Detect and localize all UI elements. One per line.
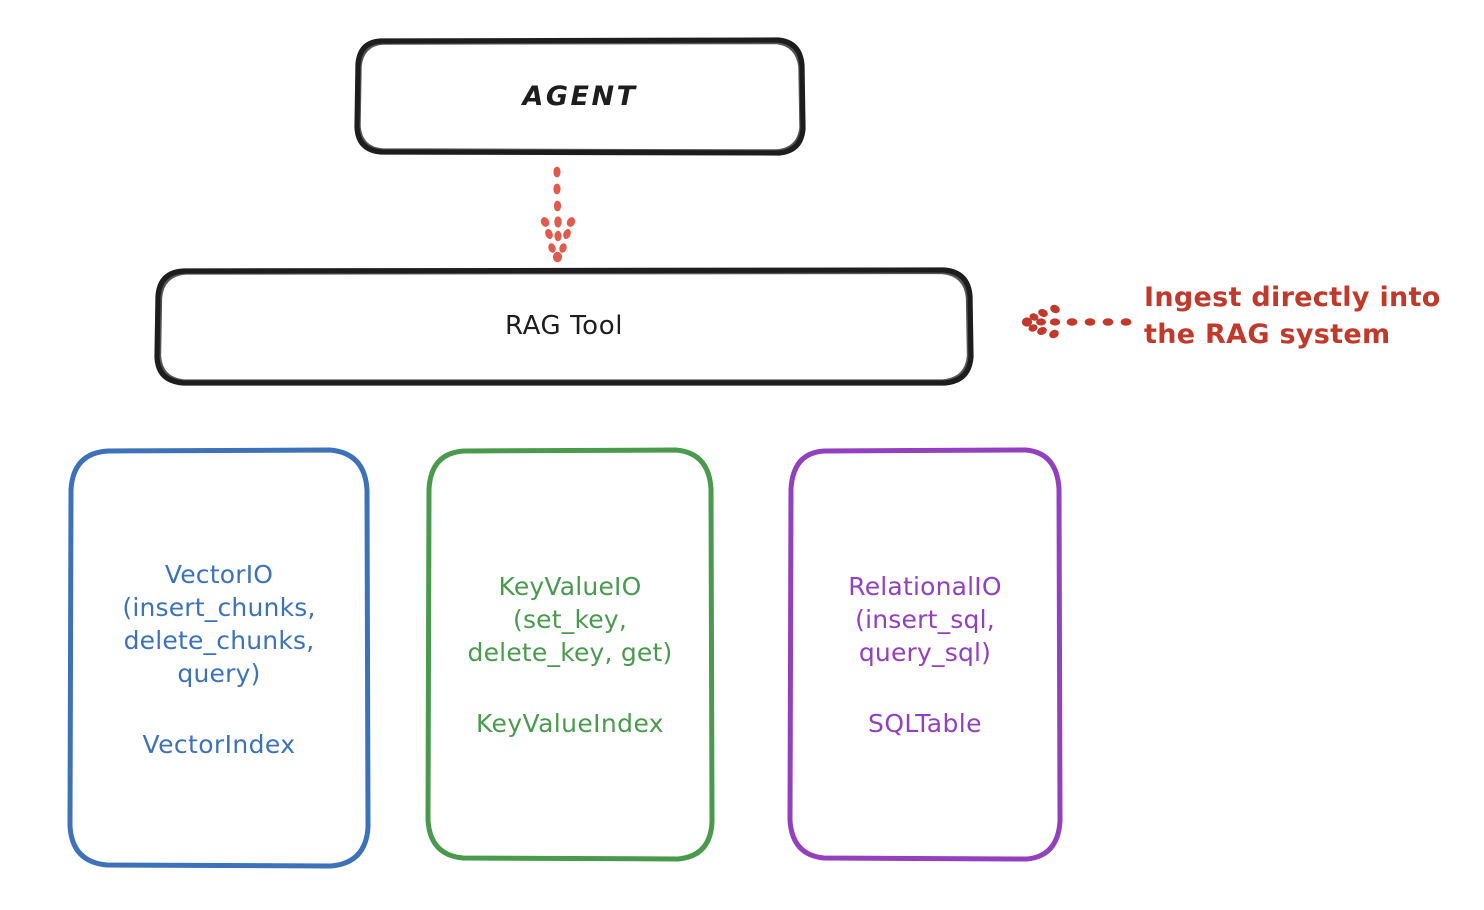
relational-io-label: RelationalIO (insert_sql, query_sql)	[848, 572, 1002, 667]
vector-io-box[interactable]: VectorIO (insert_chunks, delete_chunks, …	[70, 450, 368, 866]
key-value-io-label: KeyValueIO (set_key, delete_key, get)	[467, 572, 673, 667]
rag-tool-box[interactable]: RAG Tool	[157, 270, 971, 383]
agent-label: AGENT	[522, 80, 638, 112]
relational-io-box-shape	[787, 447, 1063, 862]
ingest-to-rag-tool-connector	[1021, 304, 1132, 339]
rag-tool-box-shape	[154, 267, 974, 386]
vector-index-label: VectorIndex	[142, 729, 296, 759]
key-value-io-box-shape	[425, 447, 715, 862]
sql-table-label: SQLTable	[868, 709, 982, 738]
agent-to-rag-tool-connector	[540, 166, 576, 263]
vector-io-box-shape	[67, 447, 371, 869]
key-value-io-box[interactable]: KeyValueIO (set_key, delete_key, get) Ke…	[428, 450, 712, 858]
relational-io-box[interactable]: RelationalIO (insert_sql, query_sql) SQL…	[790, 450, 1060, 858]
agent-box[interactable]: AGENT	[357, 40, 803, 153]
key-value-index-label: KeyValueIndex	[475, 709, 664, 738]
rag-tool-label: RAG Tool	[504, 310, 624, 341]
ingest-annotation-text: Ingest directly into the RAG system	[1144, 282, 1441, 350]
vector-io-label: VectorIO (insert_chunks, delete_chunks, …	[122, 559, 316, 688]
agent-box-shape	[354, 37, 806, 156]
